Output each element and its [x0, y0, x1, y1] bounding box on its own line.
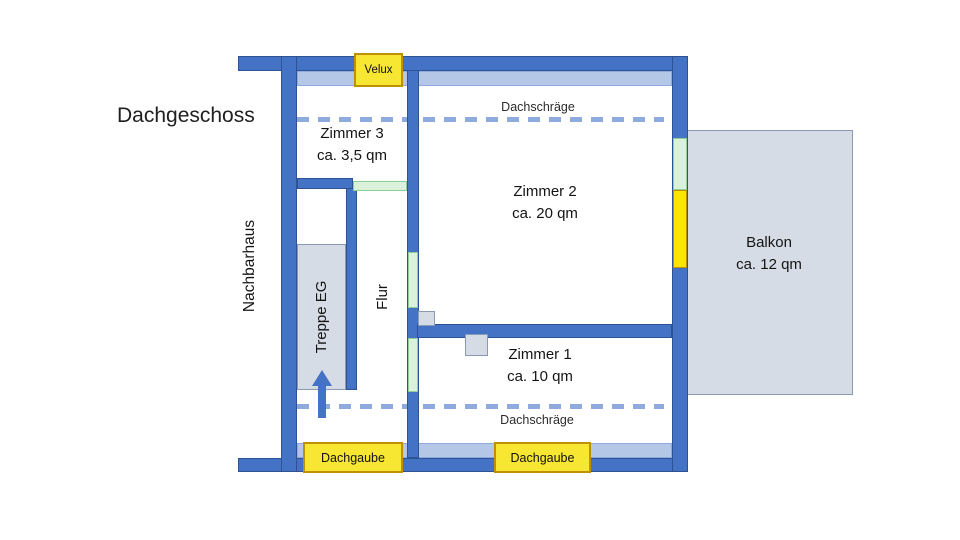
room-label-zimmer2: Zimmer 2 ca. 20 qm [485, 181, 605, 225]
balkon-name: Balkon [746, 234, 792, 251]
zimmer2-size: ca. 20 qm [512, 205, 578, 222]
room-label-zimmer3: Zimmer 3 ca. 3,5 qm [292, 123, 412, 167]
zimmer1-size: ca. 10 qm [507, 368, 573, 385]
zimmer1-name: Zimmer 1 [508, 346, 572, 363]
flur-label: Flur [374, 284, 391, 310]
interior-wall-zimmer3 [297, 178, 353, 189]
dachgaube-box-right: Dachgaube [494, 442, 591, 473]
chimney-block-2 [465, 334, 488, 356]
balkon-size: ca. 12 qm [736, 256, 802, 273]
stair-arrow-shaft [318, 384, 326, 418]
stair-arrow-icon [312, 370, 332, 386]
chimney-block-1 [418, 311, 435, 326]
balkon-label: Balkon ca. 12 qm [709, 232, 829, 276]
window-zimmer3-icon [353, 181, 407, 191]
zimmer3-size: ca. 3,5 qm [316, 147, 388, 164]
dachschraege-line-bottom [297, 404, 664, 409]
dachschraege-label-bottom: Dachschräge [500, 413, 574, 427]
dachschraege-label-top: Dachschräge [501, 100, 575, 114]
velux-box: Velux [354, 53, 403, 87]
dachgaube-right-label: Dachgaube [510, 450, 575, 465]
window-center-upper-icon [408, 252, 418, 308]
dachgaube-left-label: Dachgaube [321, 450, 385, 465]
zimmer2-name: Zimmer 2 [513, 183, 577, 200]
outer-wall-top [238, 56, 688, 71]
balkon-door-icon [673, 190, 687, 268]
dachschraege-line-top [297, 117, 664, 122]
dachgaube-box-left: Dachgaube [303, 442, 403, 473]
velux-label: Velux [364, 64, 393, 76]
page-title: Dachgeschoss [117, 104, 255, 127]
zimmer3-name: Zimmer 3 [320, 125, 384, 142]
window-balkon-icon [673, 138, 687, 190]
treppe-area [297, 244, 346, 390]
neighbor-label: Nachbarhaus [241, 219, 258, 313]
window-center-lower-icon [408, 338, 418, 392]
treppe-label: Treppe EG [313, 280, 330, 354]
interior-wall-treppe [346, 188, 357, 390]
room-label-zimmer1: Zimmer 1 ca. 10 qm [478, 344, 602, 388]
interior-wall-divider [417, 324, 672, 338]
outer-wall-left [281, 56, 297, 472]
balkon-area [687, 130, 853, 395]
